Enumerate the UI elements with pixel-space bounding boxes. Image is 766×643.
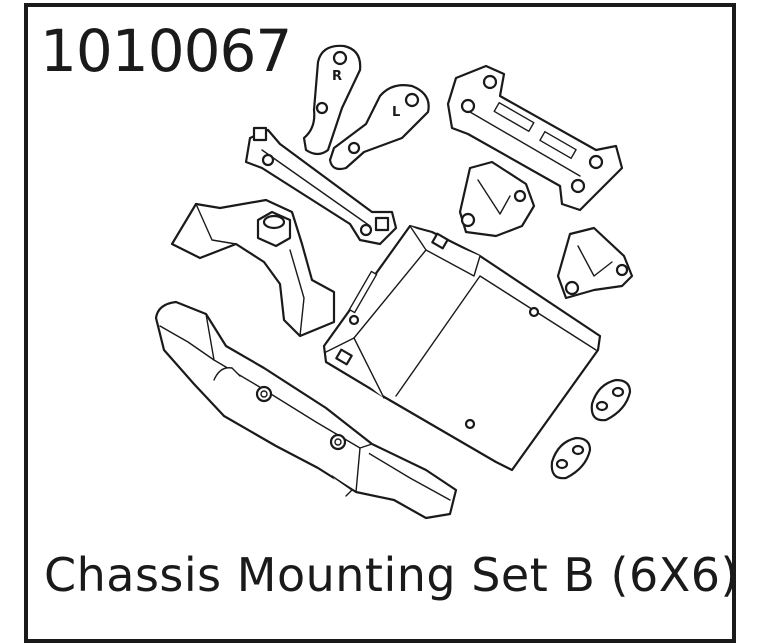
servo-mount [170,198,336,338]
chassis-plate [322,224,602,472]
clip-upper [590,378,632,422]
body-post-mount-top [458,160,536,238]
parts-illustration: R L [154,44,634,520]
mount-arm-l: L [328,84,430,171]
mount-arm-r: R [302,44,362,156]
part-number: 1010067 [40,17,292,85]
bumper [154,300,458,520]
clip-lower [550,436,592,480]
arm-marking-l: L [392,105,400,120]
cross-member-bar [244,126,398,246]
product-title: Chassis Mounting Set B (6X6) [44,548,739,602]
arm-marking-r: R [332,69,342,84]
shock-tower-plate [446,64,624,212]
body-post-mount-bottom [556,226,634,300]
